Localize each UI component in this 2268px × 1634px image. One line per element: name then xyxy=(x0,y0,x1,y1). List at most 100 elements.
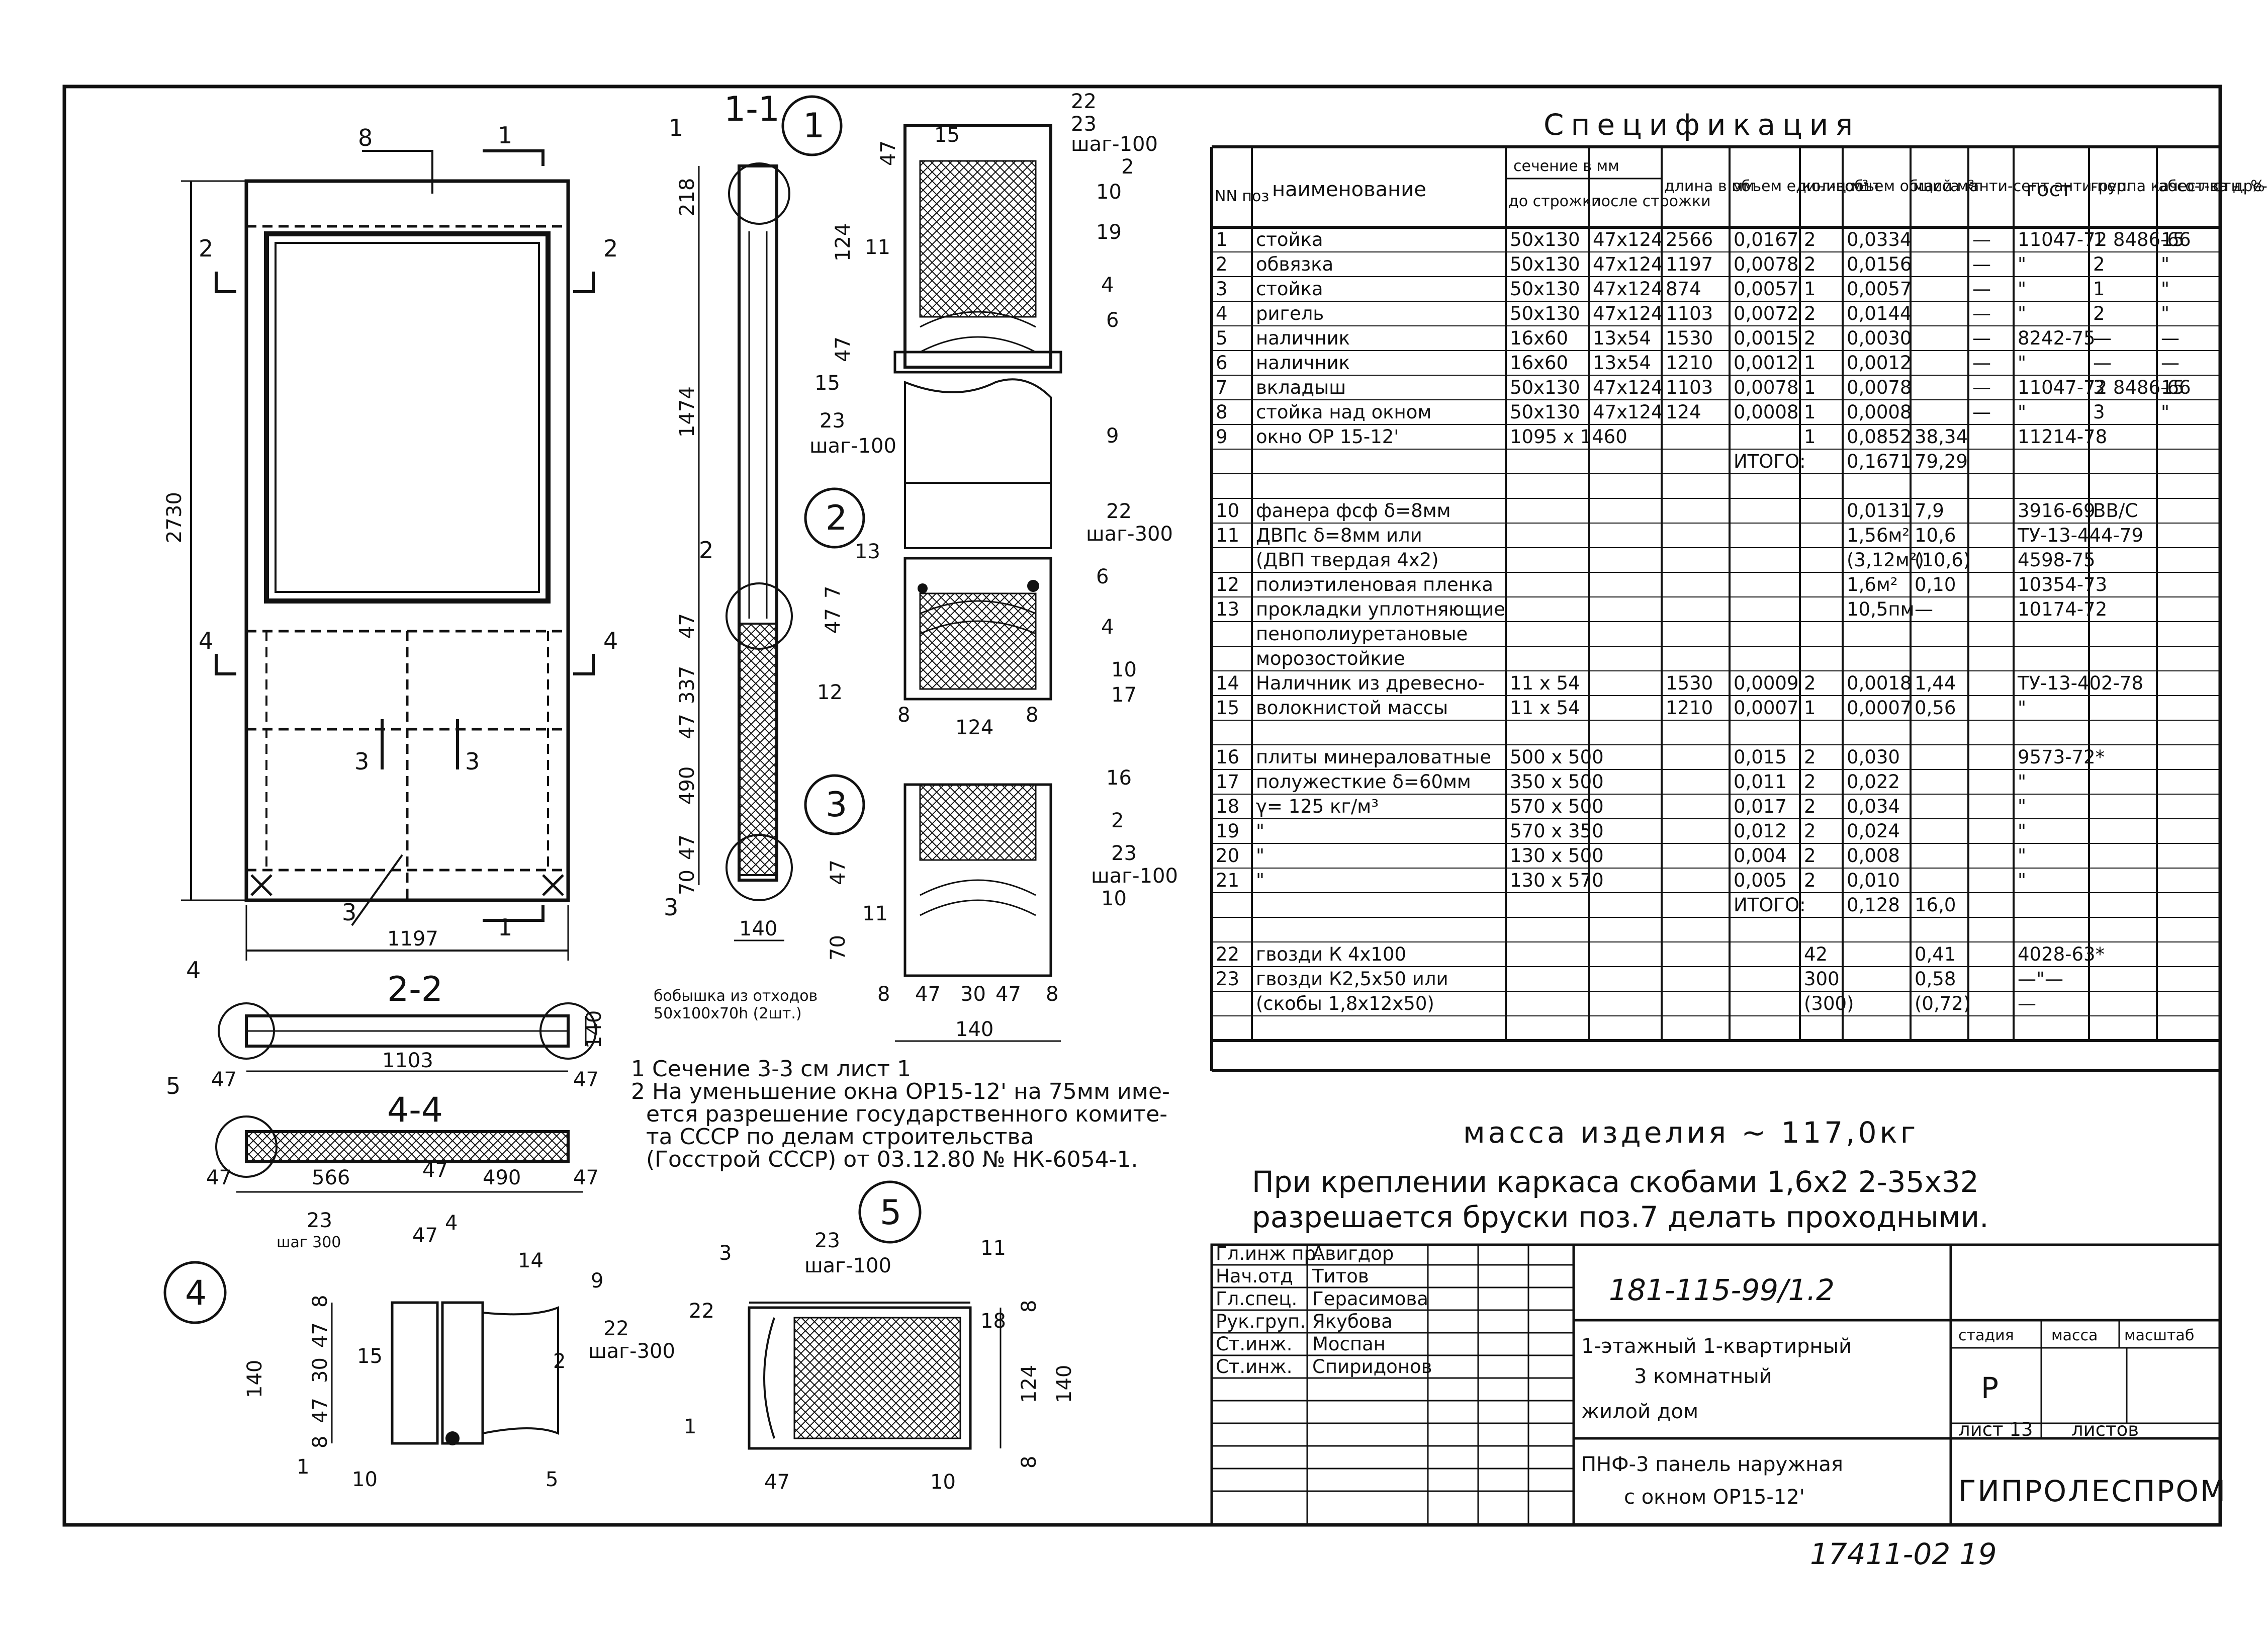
node-5-label-11: 11 xyxy=(980,1237,1006,1260)
spec-cell-g: 1 xyxy=(2093,229,2105,250)
tb-role-2: Нач.отд xyxy=(1216,1265,1293,1287)
spec-cell-gost: 3916-69 xyxy=(2018,500,2096,522)
spec-cell-before: 11 x 54 xyxy=(1510,672,1580,694)
spec-cell-n: 14 xyxy=(1216,672,1239,694)
spec-cell-a: — xyxy=(1972,377,1991,398)
spec-cell-q: 2 xyxy=(1804,820,1816,842)
node-3-d70: 70 xyxy=(827,935,850,961)
section-4-4-d4: 490 xyxy=(483,1166,521,1189)
spec-cell-len: 874 xyxy=(1666,278,1701,300)
node-4-d47a: 47 xyxy=(309,1322,332,1348)
spec-cell-vu: 0,0009 xyxy=(1734,672,1798,694)
spec-cell-vt: 1,56м² xyxy=(1847,525,1910,546)
spec-cell-q: 2 xyxy=(1804,845,1816,867)
node-3-d47a: 47 xyxy=(915,983,941,1006)
spec-cell-g: 1 xyxy=(2093,278,2105,300)
node-4-label-14: 14 xyxy=(518,1249,543,1272)
spec-cell-name: (ДВП твердая 4x2) xyxy=(1256,549,1439,571)
spec-cell-len: 1103 xyxy=(1666,377,1713,398)
spec-cell-gost: " xyxy=(2018,870,2026,891)
spec-cell-m: (0,72) xyxy=(1915,993,1970,1014)
fastening-note-line1: При креплении каркаса скобами 1,6x2 2-35… xyxy=(1252,1165,1979,1199)
node-4-label-9: 9 xyxy=(591,1269,603,1293)
node-2-label-13: 13 xyxy=(855,540,880,563)
spec-cell-g: 3 xyxy=(2093,377,2105,398)
section-2-2-left: 47 xyxy=(211,1068,237,1091)
tb-role-6: Ст.инж. xyxy=(1216,1356,1292,1378)
node-4-d23: 23 xyxy=(307,1209,332,1232)
node-4-d4: 4 xyxy=(445,1212,458,1235)
node-1-d124: 124 xyxy=(832,223,855,262)
spec-mass-total: масса изделия ~ 117,0кг xyxy=(1463,1115,1919,1150)
spec-cell-before: 11 x 54 xyxy=(1510,697,1580,719)
spec-cell-vu: 0,011 xyxy=(1734,771,1787,793)
spec-cell-before: 350 x 500 xyxy=(1510,771,1604,793)
node-2-d47: 47 xyxy=(822,608,845,634)
tb-project-line-a: 1-этажный 1-квартирный xyxy=(1581,1335,1852,1358)
spec-cell-q: 2 xyxy=(1804,253,1816,275)
pos-label-3: 3 xyxy=(342,899,356,926)
spec-cell-n: 2 xyxy=(1216,253,1228,275)
spec-cell-gost: " xyxy=(2018,253,2026,275)
cut-label-2-left: 2 xyxy=(199,235,213,262)
spec-cell-before: 50x130 xyxy=(1510,303,1580,324)
tb-document-code: 181-115-99/1.2 xyxy=(1609,1273,1835,1307)
spec-header-group: группа качест-ва дре-весины xyxy=(2091,178,2268,195)
spec-cell-name: гвозди К 4x100 xyxy=(1256,943,1406,965)
node-2-d7: 7 xyxy=(822,586,845,598)
cut-label-3-left: 3 xyxy=(354,748,369,775)
spec-cell-m: (10,6) xyxy=(1915,549,1970,571)
spec-cell-name: γ= 125 кг/м³ xyxy=(1256,796,1379,817)
spec-cell-len: 1210 xyxy=(1666,697,1713,719)
spec-cell-m: 38,34 xyxy=(1915,426,1968,448)
node-3-d140: 140 xyxy=(955,1018,993,1041)
tb-role-1: Гл.инж пр. xyxy=(1216,1243,1322,1264)
node-1-d47b: 47 xyxy=(832,336,855,362)
spec-cell-name: окно ОР 15-12' xyxy=(1256,426,1399,448)
spec-cell-name: фанера фсф δ=8мм xyxy=(1256,500,1451,522)
spec-cell-before: 500 x 500 xyxy=(1510,746,1604,768)
spec-cell-gost: 4028-63* xyxy=(2018,943,2105,965)
section-1-1-d140: 140 xyxy=(739,917,777,940)
node-4-d47: 47 xyxy=(412,1224,438,1247)
tb-sheet-title-a: ПНФ-3 панель наружная xyxy=(1581,1453,1843,1476)
node-2-number: 2 xyxy=(826,498,847,538)
spec-cell-g: ВВ/С xyxy=(2093,500,2138,522)
node-1-label-step-b: шаг-100 xyxy=(809,435,896,458)
spec-cell-a: — xyxy=(1972,401,1991,423)
spec-cell-vu: 0,0057 xyxy=(1734,278,1798,300)
node-1-label-4: 4 xyxy=(1101,274,1114,297)
spec-cell-name: ригель xyxy=(1256,303,1324,324)
tb-role-4: Рук.груп. xyxy=(1216,1311,1306,1332)
spec-cell-vt: 0,0852 xyxy=(1847,426,1912,448)
tb-name-1: Авигдор xyxy=(1312,1243,1394,1264)
node-2-label-4: 4 xyxy=(1101,616,1114,639)
spec-cell-a: — xyxy=(1972,278,1991,300)
tb-role-3: Гл.спец. xyxy=(1216,1288,1297,1310)
spec-cell-name: стойка над окном xyxy=(1256,401,1431,423)
spec-cell-gost: " xyxy=(2018,697,2026,719)
spec-cell-before: 50x130 xyxy=(1510,253,1580,275)
spec-cell-name: прокладки уплотняющие xyxy=(1256,598,1505,620)
spec-cell-m: 16,0 xyxy=(1915,894,1956,916)
node-2-d8a: 8 xyxy=(897,704,910,727)
node-1-drawing xyxy=(781,95,1062,484)
spec-cell-w: " xyxy=(2161,253,2169,275)
section-1-1-d70: 70 xyxy=(676,870,699,895)
spec-cell-n: 16 xyxy=(1216,746,1239,768)
spec-cell-before: 16x60 xyxy=(1510,327,1568,349)
spec-cell-q: 2 xyxy=(1804,870,1816,891)
spec-cell-m: 0,56 xyxy=(1915,697,1956,719)
tb-sheets-total: листов xyxy=(2071,1419,2139,1440)
spec-cell-after: 47x124 xyxy=(1593,303,1663,324)
bobyshka-label-b: 50x100x70h (2шт.) xyxy=(654,1005,802,1022)
spec-cell-q: 2 xyxy=(1804,746,1816,768)
spec-cell-vt: 0,0008 xyxy=(1847,401,1912,423)
node-5-d8b: 8 xyxy=(1018,1456,1041,1469)
tb-stage-value: Р xyxy=(1981,1371,1999,1405)
spec-cell-m: 1,44 xyxy=(1915,672,1956,694)
spec-cell-m: 10,6 xyxy=(1915,525,1956,546)
spec-cell-before: 50x130 xyxy=(1510,401,1580,423)
